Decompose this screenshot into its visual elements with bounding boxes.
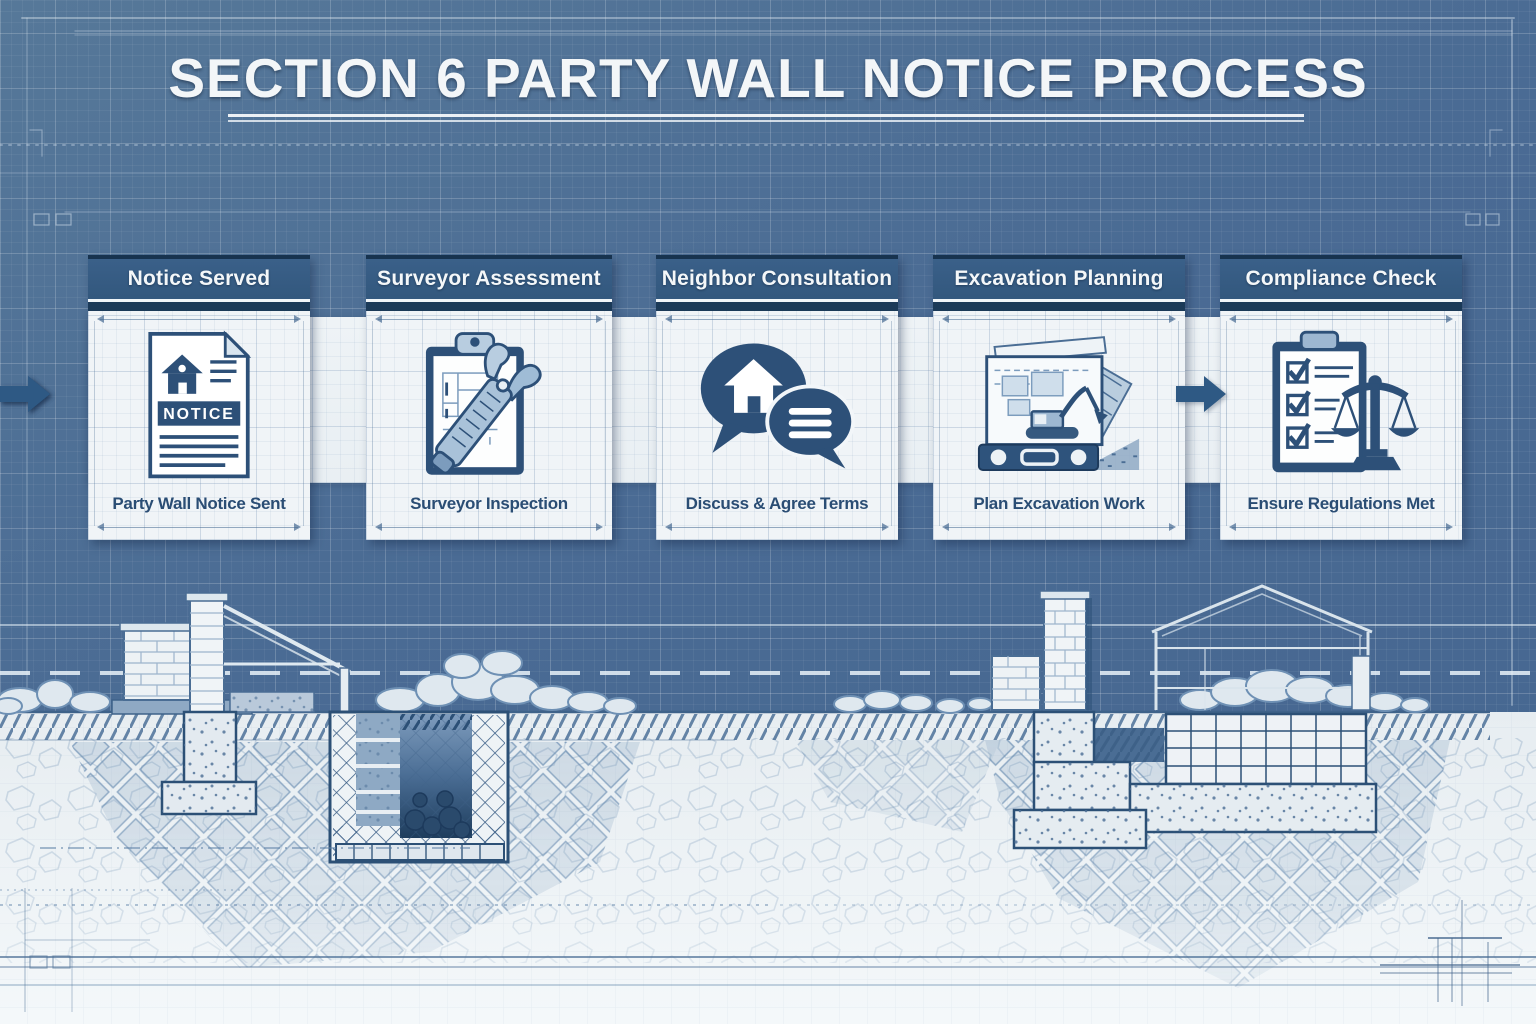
step-header: Notice Served bbox=[88, 255, 310, 311]
step-header: Surveyor Assessment bbox=[366, 255, 612, 311]
left-building bbox=[111, 592, 351, 715]
surface-rocks bbox=[0, 650, 1430, 715]
speech-bubbles-house-icon bbox=[656, 323, 898, 489]
notice-document-icon: NOTICE bbox=[88, 323, 310, 489]
right-foundation bbox=[1012, 710, 1378, 850]
step-header: Compliance Check bbox=[1220, 255, 1462, 311]
flow-arrow-right-icon bbox=[1176, 374, 1226, 419]
step-card-compliance-check: Compliance Check bbox=[1220, 255, 1462, 540]
step-card-notice-served: Notice Served NOTICE Party Wa bbox=[88, 255, 310, 540]
step-body: Ensure Regulations Met bbox=[1220, 311, 1462, 540]
step-card-surveyor-assessment: Surveyor Assessment bbox=[366, 255, 612, 540]
step-card-neighbor-consultation: Neighbor Consultation bbox=[656, 255, 898, 540]
step-body: Surveyor Inspection bbox=[366, 311, 612, 540]
step-header-label: Excavation Planning bbox=[954, 267, 1164, 290]
step-caption: Party Wall Notice Sent bbox=[112, 494, 286, 513]
excavator-plan-icon bbox=[933, 323, 1185, 489]
step-header-label: Compliance Check bbox=[1245, 267, 1437, 290]
step-header-label: Surveyor Assessment bbox=[377, 267, 601, 290]
step-header-label: Neighbor Consultation bbox=[661, 267, 893, 290]
step-header: Neighbor Consultation bbox=[656, 255, 898, 311]
page-title: SECTION 6 PARTY WALL NOTICE PROCESS bbox=[168, 47, 1368, 109]
checklist-scales-icon bbox=[1220, 323, 1462, 489]
bottom-draft-lines bbox=[0, 847, 1536, 1012]
step-caption: Plan Excavation Work bbox=[973, 494, 1145, 513]
right-building bbox=[991, 584, 1373, 711]
flow-arrow-right-icon bbox=[0, 374, 50, 419]
step-header-label: Notice Served bbox=[127, 267, 271, 290]
step-caption: Surveyor Inspection bbox=[410, 494, 568, 513]
clipboard-caliper-icon bbox=[366, 323, 612, 489]
step-header: Excavation Planning bbox=[933, 255, 1185, 311]
step-body: NOTICE Party Wall Notice Sent bbox=[88, 311, 310, 540]
step-caption: Discuss & Agree Terms bbox=[685, 494, 869, 513]
step-card-excavation-planning: Excavation Planning bbox=[933, 255, 1185, 540]
step-caption: Ensure Regulations Met bbox=[1247, 494, 1435, 513]
step-body: Plan Excavation Work bbox=[933, 311, 1185, 540]
dimension-line bbox=[97, 315, 301, 323]
title-underline bbox=[228, 114, 1304, 122]
step-body: Discuss & Agree Terms bbox=[656, 311, 898, 540]
dimension-line bbox=[97, 523, 301, 531]
left-foundation bbox=[160, 710, 258, 816]
svg-text:NOTICE: NOTICE bbox=[163, 406, 234, 423]
frame-lines bbox=[0, 17, 1536, 706]
excavation-pit bbox=[328, 710, 510, 864]
